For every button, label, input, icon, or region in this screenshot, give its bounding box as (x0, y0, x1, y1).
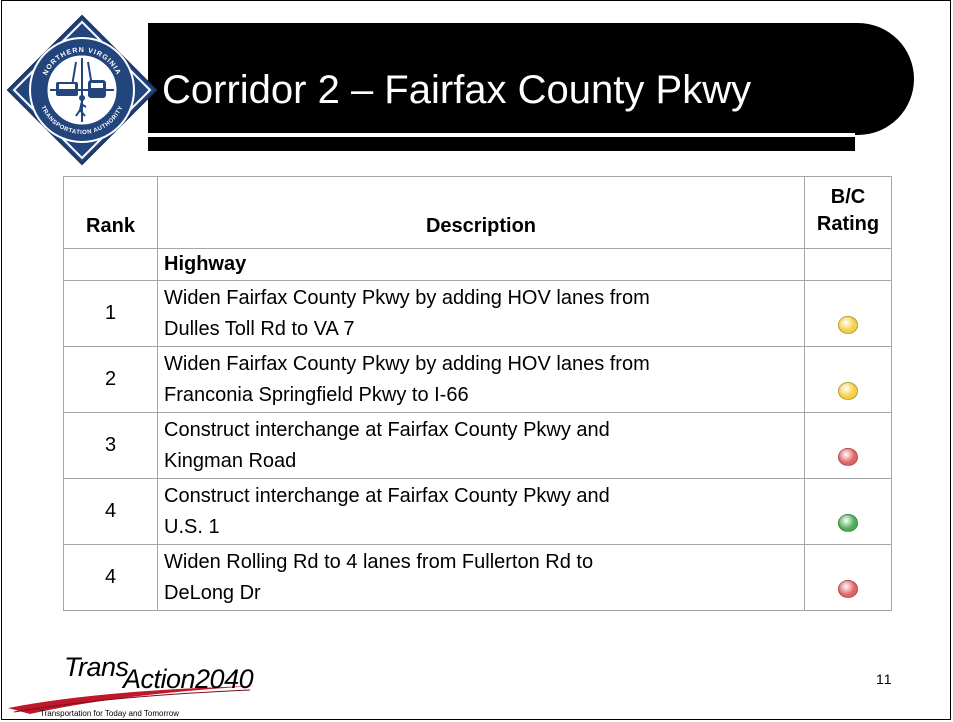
rating-green-dot-icon (838, 514, 858, 532)
section-rank-empty (63, 248, 158, 281)
header-rating-line1: B/C (830, 186, 866, 208)
description-line1: Construct interchange at Fairfax County … (164, 418, 610, 441)
nvta-logo-icon: NORTHERN VIRGINIA TRANSPORTATION AUTHORI… (6, 14, 158, 166)
table-row: 4 Widen Rolling Rd to 4 lanes from Fuller… (63, 544, 892, 611)
table-row: 1 Widen Fairfax County Pkwy by adding HOV… (63, 280, 892, 347)
description-line2: U.S. 1 (164, 515, 220, 538)
table-header-row: Rank Description B/C Rating (63, 176, 892, 249)
section-label: Highway (157, 248, 805, 281)
table-row: 2 Widen Fairfax County Pkwy by adding HOV… (63, 346, 892, 413)
rating-cell (804, 280, 892, 347)
page-title: Corridor 2 – Fairfax County Pkwy (162, 68, 752, 112)
title-underline (148, 133, 855, 137)
page-number: 11 (876, 671, 893, 687)
rank-cell: 2 (63, 346, 158, 413)
transaction-swoosh-icon (8, 686, 255, 714)
description-cell: Construct interchange at Fairfax County … (157, 478, 805, 545)
description-line2: Kingman Road (164, 449, 297, 472)
header-rank: Rank (63, 176, 158, 249)
rating-red-dot-icon (838, 580, 858, 598)
rating-red-dot-icon (838, 448, 858, 466)
description-cell: Construct interchange at Fairfax County … (157, 412, 805, 479)
description-line1: Widen Rolling Rd to 4 lanes from Fullert… (164, 550, 594, 573)
description-line1: Widen Fairfax County Pkwy by adding HOV … (164, 286, 650, 309)
section-row: Highway (63, 248, 892, 281)
rank-cell: 1 (63, 280, 158, 347)
description-line2: Franconia Springfield Pkwy to I-66 (164, 383, 469, 406)
description-line2: Dulles Toll Rd to VA 7 (164, 317, 355, 340)
table-row: 3 Construct interchange at Fairfax County… (63, 412, 892, 479)
section-rating-empty (804, 248, 892, 281)
footer-tagline: Transportation for Today and Tomorrow (40, 709, 180, 718)
rank-cell: 4 (63, 544, 158, 611)
rating-cell (804, 478, 892, 545)
description-cell: Widen Rolling Rd to 4 lanes from Fullert… (157, 544, 805, 611)
description-line1: Widen Fairfax County Pkwy by adding HOV … (164, 352, 650, 375)
description-cell: Widen Fairfax County Pkwy by adding HOV … (157, 280, 805, 347)
rating-yellow-dot-icon (838, 382, 858, 400)
header-rating-line2: Rating (816, 213, 880, 235)
description-line2: DeLong Dr (164, 581, 261, 604)
footer-brand-trans: Trans (64, 652, 129, 682)
title-banner: Corridor 2 – Fairfax County Pkwy (148, 23, 914, 135)
footer-brand-action: Action2040 (123, 664, 254, 694)
description-cell: Widen Fairfax County Pkwy by adding HOV … (157, 346, 805, 413)
description-line1: Construct interchange at Fairfax County … (164, 484, 610, 507)
rating-cell (804, 544, 892, 611)
rating-cell (804, 412, 892, 479)
rating-yellow-dot-icon (838, 316, 858, 334)
table-row: 4 Construct interchange at Fairfax County… (63, 478, 892, 545)
rating-cell (804, 346, 892, 413)
rank-cell: 3 (63, 412, 158, 479)
header-rating: B/C Rating (804, 176, 892, 249)
title-underline-backing (148, 137, 855, 151)
header-description: Description (157, 176, 805, 249)
rank-cell: 4 (63, 478, 158, 545)
